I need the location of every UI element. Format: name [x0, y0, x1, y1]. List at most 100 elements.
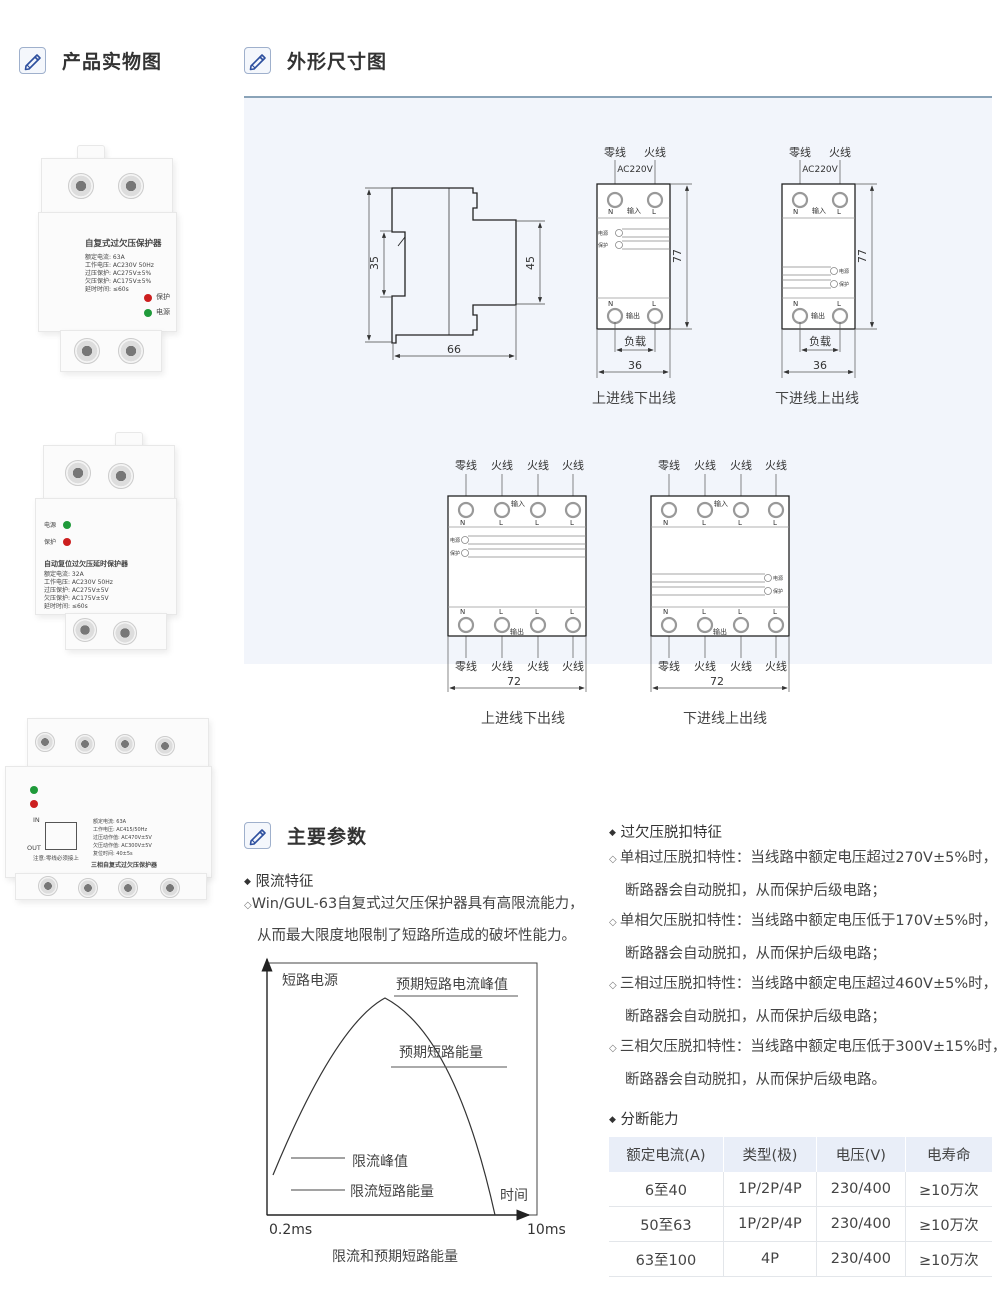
text-line: 三相过压脱扣特性：当线路中额定电压超过460V±5%时， [619, 976, 998, 992]
table-cell: 1P/2P/4P [723, 1172, 818, 1207]
wiring-in-label: IN [33, 816, 40, 824]
indicator-label: 电源 [839, 268, 849, 275]
side-depth-label: 45 [524, 256, 537, 270]
peak-label: 预期短路电流峰值 [396, 977, 508, 993]
drawing-caption: 上进线下出线 [481, 711, 565, 727]
diamond-outline-icon: ◇ [609, 980, 620, 991]
table-header-row: 额定电流(A) 类型(极) 电压(V) 电寿命 [609, 1137, 992, 1172]
column-header: 电压(V) [816, 1137, 906, 1172]
voltage-label: AC220V [617, 165, 653, 175]
diamond-filled-icon: ◆ [244, 877, 251, 887]
trip-heading: ◆ 过欠压脱扣特征 [609, 821, 722, 842]
led-red-icon [144, 294, 152, 302]
wire-label: 零线 [455, 458, 477, 472]
table-row: 50至63 1P/2P/4P 230/400 ≥10万次 [609, 1206, 992, 1242]
height-label: 77 [856, 249, 869, 263]
text-line: Win/GUL-63自复式过欠压保护器具有高限流能力， [251, 896, 584, 912]
three-phase-drawing-top-in: 零线 火线 火线 火线 零线 火线 火线 火线 N L L L N L L [447, 458, 587, 727]
indicator-label: 电源 [598, 230, 608, 237]
wire-label: 火线 [527, 458, 549, 472]
wire-label: 火线 [644, 145, 666, 159]
x-start-label: 0.2ms [269, 1222, 312, 1238]
wire-label: 火线 [491, 458, 513, 472]
terminal-label: L [702, 608, 706, 616]
text-line: 从而最大限度地限制了短路所造成的破坏性能力。 [257, 928, 576, 944]
section-header-main-params: 主要参数 [244, 822, 367, 849]
diagram-caption: 限流和预期短路能量 [332, 1249, 458, 1265]
legend-energy: 限流短路能量 [350, 1184, 434, 1200]
table-cell: 230/400 [816, 1206, 906, 1242]
width-label: 36 [628, 359, 642, 372]
wire-label: 零线 [604, 145, 626, 159]
legend-peak: 限流峰值 [352, 1154, 408, 1170]
table-cell: 1P/2P/4P [723, 1206, 818, 1242]
heading-text: 分断能力 [620, 1112, 679, 1128]
text-line: 断路器会自动脱扣，从而保护后级电路； [625, 945, 886, 962]
voltage-label: AC220V [802, 165, 838, 175]
indicator-label: 电源 [773, 575, 783, 582]
load-label: 负载 [624, 334, 646, 348]
terminal-label: L [535, 608, 539, 616]
spec-line: 工作电压: AC230V 50Hz [85, 262, 154, 269]
terminal-label: L [570, 519, 574, 527]
indicator-label: 保护 [839, 281, 849, 288]
trip-item: ◇ 单相过压脱扣特性：当线路中额定电压超过270V±5%时， [609, 843, 1000, 876]
terminal-label: N [608, 300, 613, 308]
spec-line: 过压动作值: AC470V±5V [93, 835, 152, 841]
trip-list: ◇ 单相过压脱扣特性：当线路中额定电压超过270V±5%时， 断路器会自动脱扣，… [609, 843, 1000, 1095]
terminal-label: L [652, 208, 656, 216]
terminal-label: L [499, 519, 503, 527]
terminal-label: N [793, 300, 798, 308]
column-header: 类型(极) [723, 1137, 818, 1172]
energy-label: 预期短路能量 [399, 1045, 483, 1061]
wire-label: 零线 [658, 659, 680, 673]
led-green-icon [144, 309, 152, 317]
trip-item: ◇ 单相欠压脱扣特性：当线路中额定电压低于170V±5%时， [609, 906, 1000, 939]
product-photo-2: 电源 保护 自动复位过欠压延时保护器 额定电流: 32A 工作电压: AC230… [35, 430, 180, 650]
led-red-icon [63, 538, 71, 546]
terminal-label: N [793, 208, 798, 216]
product-photo-1: 自复式过欠压保护器 额定电流: 63A 工作电压: AC230V 50Hz 过压… [38, 140, 178, 375]
load-label: 负载 [809, 334, 831, 348]
width-label: 72 [507, 675, 521, 688]
dimension-drawings: 35 45 66 零线 火线 AC220V N L 输入 N L 输出 电源 保… [365, 145, 877, 727]
output-label: 输出 [811, 311, 825, 320]
terminal-label: L [738, 608, 742, 616]
diamond-filled-icon: ◆ [609, 1115, 616, 1125]
terminal-label: L [738, 519, 742, 527]
input-label: 输入 [714, 499, 728, 508]
wire-label: 零线 [658, 458, 680, 472]
led-label: 电源 [156, 308, 170, 316]
terminal-label: L [773, 608, 777, 616]
wiring-diagram [45, 822, 77, 850]
three-phase-drawing-bottom-in: 零线 火线 火线 火线 零线 火线 火线 火线 N L L L N L L [650, 458, 790, 727]
terminal-label: L [499, 608, 503, 616]
wire-label: 火线 [694, 659, 716, 673]
table-row: 6至40 1P/2P/4P 230/400 ≥10万次 [609, 1172, 992, 1207]
section-title: 产品实物图 [62, 51, 163, 73]
indicator-label: 保护 [450, 550, 460, 557]
indicator-label: 保护 [598, 242, 608, 249]
led-red-icon [30, 800, 38, 808]
output-label: 输出 [510, 627, 524, 636]
wire-label: 火线 [730, 458, 752, 472]
terminal-label: N [663, 519, 668, 527]
led-label: 保护 [156, 293, 170, 301]
width-label: 72 [710, 675, 724, 688]
text-line: 单相欠压脱扣特性：当线路中额定电压低于170V±5%时， [619, 913, 998, 929]
wire-label: 火线 [562, 659, 584, 673]
x-end-label: 10ms [527, 1222, 566, 1238]
text-line: 断路器会自动脱扣，从而保护后级电路； [625, 1008, 886, 1025]
column-header: 额定电流(A) [609, 1137, 724, 1172]
wire-label: 火线 [765, 659, 787, 673]
breaking-heading: ◆ 分断能力 [609, 1108, 679, 1129]
drawing-caption: 下进线上出线 [775, 391, 859, 407]
terminal-label: N [460, 519, 465, 527]
spec-line: 复位时间: 40±5s [93, 851, 133, 857]
heading-text: 限流特征 [255, 874, 314, 890]
section-header-product-photos: 产品实物图 [19, 47, 162, 74]
x-axis-label: 时间 [500, 1188, 528, 1204]
product-name: 自动复位过欠压延时保护器 [44, 560, 128, 568]
spec-line: 额定电流: 63A [93, 819, 127, 825]
product-photo-3: IN OUT 注意:零线必须接上 额定电流: 63A 工作电压: AC415/5… [5, 718, 212, 900]
